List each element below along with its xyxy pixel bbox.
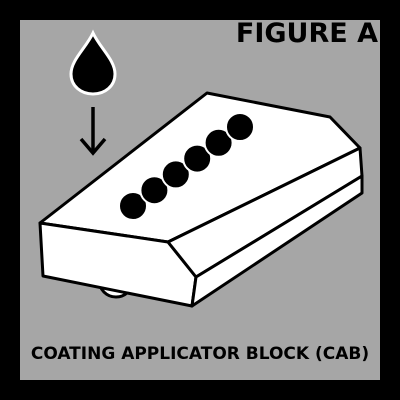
applicator-port (139, 175, 170, 206)
figure-caption: COATING APPLICATOR BLOCK (CAB) (30, 344, 370, 364)
applicator-port (203, 127, 234, 158)
port-row (118, 112, 255, 221)
applicator-port (160, 159, 191, 190)
applicator-port (182, 143, 213, 174)
figure-label: FIGURE A (235, 18, 378, 49)
applicator-block (38, 91, 364, 308)
applicator-port (225, 112, 255, 142)
applicator-port (118, 191, 148, 221)
arrow-down-icon (79, 107, 107, 156)
liquid-drop-icon (69, 29, 117, 96)
block-side-face (190, 174, 364, 308)
